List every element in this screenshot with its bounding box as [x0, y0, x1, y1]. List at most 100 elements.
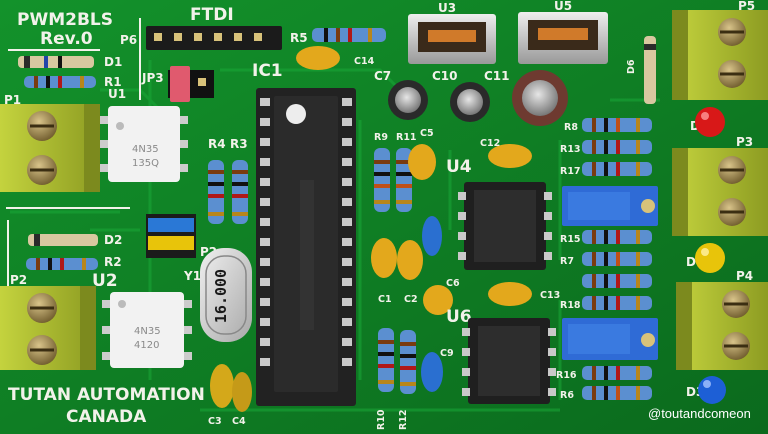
terminal-block-p5 — [672, 10, 768, 100]
regulator-u5 — [518, 12, 608, 64]
resistor-r6 — [582, 386, 652, 400]
label-d1: D1 — [104, 55, 122, 69]
board-title: PWM2BLS — [17, 10, 113, 30]
label-u2: U2 — [92, 271, 118, 291]
maker-name: TUTAN AUTOMATION — [8, 385, 205, 405]
label-r15: R15 — [560, 234, 581, 245]
resistor-r9 — [374, 148, 390, 212]
label-r18: R18 — [560, 300, 581, 311]
label-jp3: JP3 — [141, 71, 164, 85]
label-p5: P5 — [738, 0, 755, 13]
label-r12: R12 — [398, 409, 409, 430]
ftdi-pin-header — [146, 26, 282, 50]
label-r6: R6 — [560, 390, 574, 401]
led-d4-yellow — [695, 243, 725, 273]
label-r4: R4 — [208, 137, 226, 151]
label-u6: U6 — [446, 307, 472, 327]
ic-u4 — [458, 182, 552, 270]
resistor-r17 — [582, 162, 652, 176]
ic-u6 — [462, 318, 556, 404]
led-d5-red — [695, 107, 725, 137]
resistor-r-unlabeled — [582, 274, 652, 288]
label-c3: C3 — [208, 416, 222, 427]
label-c12: C12 — [480, 138, 500, 149]
label-c9: C9 — [440, 348, 454, 359]
label-r16: R16 — [556, 370, 577, 381]
capacitor-c7 — [388, 80, 428, 120]
maker-country: CANADA — [66, 407, 147, 427]
label-c1: C1 — [378, 294, 392, 305]
label-y1: Y1 — [183, 269, 201, 283]
label-c4: C4 — [232, 416, 246, 427]
led-d3-blue — [698, 376, 726, 404]
capacitor-c3 — [210, 364, 234, 408]
capacitor-c4 — [232, 372, 252, 412]
label-r5: R5 — [290, 31, 308, 45]
terminal-block-p4 — [676, 282, 768, 370]
photo-watermark: @toutandcomeon — [648, 406, 751, 421]
terminal-block-p3 — [672, 148, 768, 236]
board-revision: Rev.0 — [40, 29, 93, 49]
label-c10: C10 — [432, 69, 458, 83]
label-c14: C14 — [354, 56, 375, 67]
capacitor-c12 — [488, 144, 532, 168]
resistor-r7 — [582, 252, 652, 266]
label-u4: U4 — [446, 157, 472, 177]
capacitor-c1 — [371, 238, 397, 278]
label-p2-left: P2 — [10, 273, 27, 287]
opto2-marking-1: 4N35 — [134, 326, 161, 337]
label-c7: C7 — [374, 69, 391, 83]
crystal-y1 — [200, 248, 252, 342]
capacitor-c13 — [488, 282, 532, 306]
diode-d6 — [644, 36, 656, 104]
label-r13: R13 — [560, 144, 581, 155]
regulator-u3 — [408, 14, 496, 64]
label-r8: R8 — [564, 122, 578, 133]
capacitor-c6 — [423, 285, 453, 315]
label-c11: C11 — [484, 69, 510, 83]
resistor-r2 — [26, 258, 98, 270]
label-r17: R17 — [560, 166, 581, 177]
capacitor-c10 — [450, 82, 490, 122]
resistor-r15 — [582, 230, 652, 244]
terminal-block-p2 — [0, 286, 96, 370]
capacitor-blue-1 — [422, 216, 442, 256]
label-r1: R1 — [104, 75, 122, 89]
label-u1: U1 — [108, 87, 126, 101]
resistor-r16 — [582, 366, 652, 380]
resistor-r5 — [312, 28, 386, 42]
optocoupler-u2 — [102, 292, 192, 368]
led-d5-highlight — [701, 112, 709, 120]
crystal-marking: 16.000 — [212, 269, 230, 323]
label-ic1: IC1 — [252, 61, 283, 81]
label-p3: P3 — [736, 135, 753, 149]
resistor-r10 — [378, 328, 394, 392]
trimmer-pot-1 — [562, 186, 658, 226]
jumper-jp3 — [168, 66, 214, 102]
label-c5: C5 — [420, 128, 434, 139]
ic1-chip — [274, 96, 338, 392]
label-r3: R3 — [230, 137, 248, 151]
resistor-r1 — [24, 76, 96, 88]
label-p4: P4 — [736, 269, 753, 283]
label-c13: C13 — [540, 290, 560, 301]
capacitor-c5 — [408, 144, 436, 180]
label-r9: R9 — [374, 132, 388, 143]
opto1-marking-1: 4N35 — [132, 144, 159, 155]
resistor-r4 — [208, 160, 224, 224]
label-r2: R2 — [104, 255, 122, 269]
terminal-block-p1 — [0, 104, 100, 192]
label-d2: D2 — [104, 233, 122, 247]
label-p6: P6 — [120, 33, 137, 47]
capacitor-c2 — [397, 240, 423, 280]
trimmer-pot-2 — [562, 318, 658, 360]
label-p1: P1 — [4, 93, 21, 107]
resistor-r8 — [582, 118, 652, 132]
diode-d2 — [28, 234, 98, 246]
ftdi-label: FTDI — [190, 5, 234, 25]
label-r10: R10 — [376, 409, 387, 430]
resistor-r3 — [232, 160, 248, 224]
optocoupler-u1 — [100, 106, 188, 182]
